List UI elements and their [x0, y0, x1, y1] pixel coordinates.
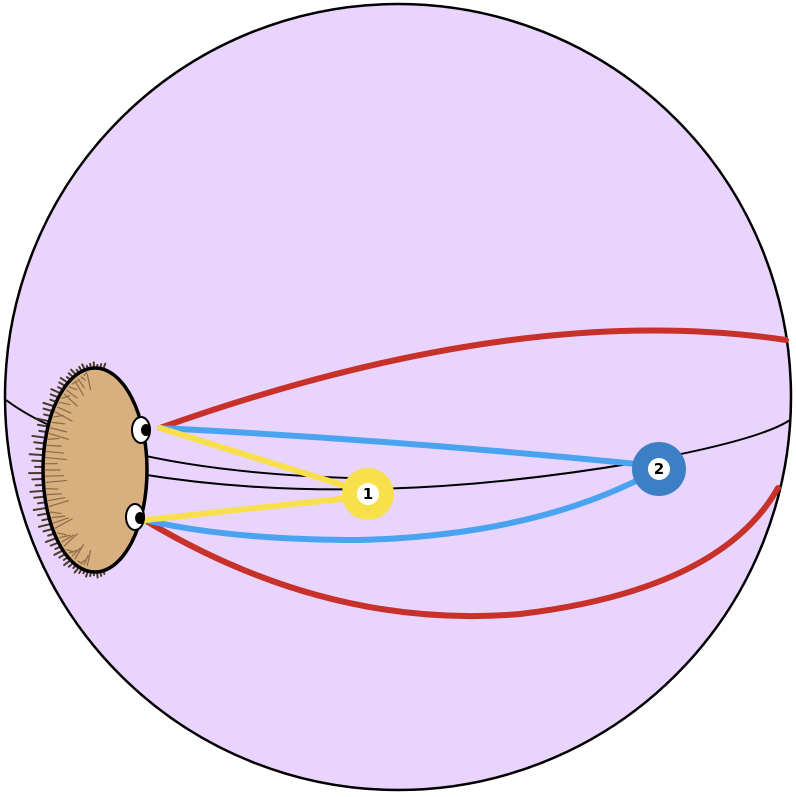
red-path-upper	[157, 327, 789, 431]
hair-strand	[74, 544, 85, 560]
hair-strand	[61, 395, 71, 399]
red-path-lower	[145, 485, 781, 620]
hair-strand	[51, 515, 66, 519]
hair-strand	[61, 534, 75, 543]
eye-icon	[125, 503, 145, 531]
hair-strand	[54, 518, 73, 529]
hair-strand	[56, 406, 72, 414]
hair-strand	[56, 532, 67, 536]
hair-strand	[77, 560, 83, 565]
hair-strand	[47, 497, 66, 502]
equator-front-arc	[139, 419, 791, 491]
hair-strand	[77, 378, 85, 389]
hair-strand	[46, 444, 62, 447]
hair-strand	[48, 500, 70, 508]
blue-path-lower	[142, 467, 660, 544]
hair-strand	[71, 547, 81, 557]
hair-strand	[58, 401, 71, 406]
hair-strand	[48, 432, 70, 440]
point-marker-icon: 2	[632, 442, 686, 496]
hair-strand	[66, 389, 78, 399]
hair-strand	[45, 487, 59, 490]
hair-strand	[80, 376, 86, 381]
hair-strand	[58, 534, 71, 539]
hair-strand	[86, 549, 92, 567]
hair-strand	[71, 380, 79, 385]
yellow-path-upper	[157, 425, 371, 496]
hair-strand	[86, 373, 92, 391]
hair-strand	[74, 380, 85, 396]
sphere	[3, 2, 793, 792]
marker-2-label: 2	[654, 460, 664, 478]
hair-strand	[45, 450, 65, 454]
hair-strand	[80, 559, 86, 564]
hair-strand	[45, 475, 64, 477]
point-marker-icon: 1	[342, 468, 394, 520]
hair-strand	[63, 533, 78, 547]
hair-strand	[68, 386, 78, 391]
hair-strand	[45, 456, 68, 461]
hair-strand	[51, 421, 66, 425]
yellow-path-lower	[142, 493, 371, 523]
hair-strand	[66, 548, 74, 553]
hair-strand	[47, 437, 60, 440]
eye-icon	[131, 416, 151, 444]
hair-strand	[49, 511, 62, 515]
hair-strand	[53, 517, 70, 524]
hair-strand	[46, 493, 62, 496]
marker-1-label: 1	[363, 485, 373, 503]
hair-strand	[83, 554, 89, 566]
hairy-head-icon	[28, 361, 151, 579]
hair-strand	[63, 393, 78, 407]
hair-strand	[45, 479, 68, 484]
hair-strand	[83, 371, 88, 377]
hair-strand	[54, 411, 73, 422]
blue-path-upper	[157, 425, 660, 469]
hair-strand	[49, 427, 68, 433]
